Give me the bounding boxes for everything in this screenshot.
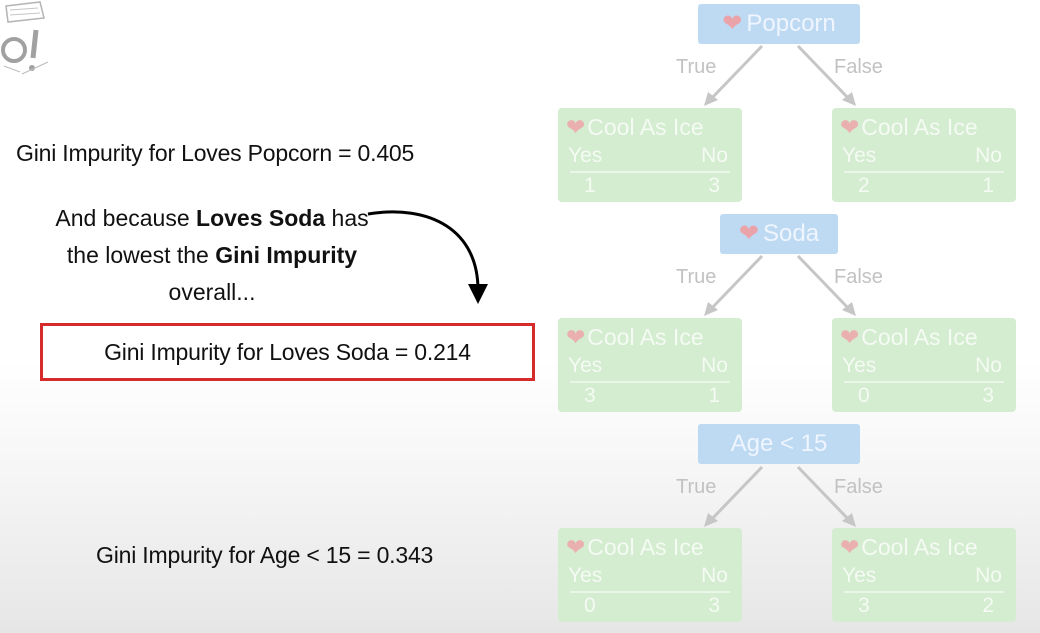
leaf-divider bbox=[844, 171, 1004, 173]
no-count: 1 bbox=[982, 174, 994, 197]
no-header: No bbox=[701, 144, 728, 167]
yes-count: 1 bbox=[584, 174, 596, 197]
heart-icon: ❤ bbox=[840, 324, 860, 350]
yes-header: Yes bbox=[568, 564, 603, 587]
leaf-node: ❤Cool As Ice Yes No 0 3 bbox=[832, 318, 1016, 412]
branch-label-true: True bbox=[676, 476, 717, 498]
no-header: No bbox=[975, 144, 1002, 167]
leaf-title: ❤Cool As Ice bbox=[566, 534, 704, 560]
heart-icon: ❤ bbox=[566, 534, 586, 560]
branch-label-false: False bbox=[834, 266, 883, 288]
heart-icon: ❤ bbox=[840, 534, 860, 560]
soda-highlight-box: Gini Impurity for Loves Soda = 0.214 bbox=[40, 323, 535, 381]
yes-count: 3 bbox=[858, 594, 870, 617]
no-header: No bbox=[701, 354, 728, 377]
branch-label-false: False bbox=[834, 56, 883, 78]
yes-header: Yes bbox=[842, 144, 877, 167]
leaf-divider bbox=[570, 381, 730, 383]
leaf-title: ❤Cool As Ice bbox=[566, 324, 704, 350]
leaf-node: ❤Cool As Ice Yes No 2 1 bbox=[832, 108, 1016, 202]
explanation-text: And because Loves Soda has the lowest th… bbox=[55, 205, 369, 305]
no-header: No bbox=[975, 564, 1002, 587]
no-count: 3 bbox=[982, 384, 994, 407]
yes-header: Yes bbox=[568, 144, 603, 167]
leaf-node: ❤Cool As Ice Yes No 3 1 bbox=[558, 318, 742, 412]
gini-age-text: Gini Impurity for Age < 15 = 0.343 bbox=[96, 542, 434, 568]
root-node-popcorn: ❤Popcorn bbox=[698, 4, 860, 44]
no-header: No bbox=[975, 354, 1002, 377]
leaf-title: ❤Cool As Ice bbox=[840, 114, 978, 140]
decision-stumps: ❤Popcorn True False ❤Cool As Ice Yes No … bbox=[540, 0, 1040, 633]
gini-popcorn-text: Gini Impurity for Loves Popcorn = 0.405 bbox=[16, 140, 415, 166]
heart-icon: ❤ bbox=[840, 114, 860, 140]
yes-count: 2 bbox=[858, 174, 870, 197]
no-count: 1 bbox=[708, 384, 720, 407]
yes-header: Yes bbox=[568, 354, 603, 377]
leaf-title: ❤Cool As Ice bbox=[840, 324, 978, 350]
gini-soda-text: Gini Impurity for Loves Soda = 0.214 bbox=[104, 339, 471, 365]
branch-label-false: False bbox=[834, 476, 883, 498]
no-header: No bbox=[701, 564, 728, 587]
no-count: 2 bbox=[982, 594, 994, 617]
heart-icon: ❤ bbox=[722, 10, 743, 37]
root-node-soda: ❤Soda bbox=[720, 214, 838, 254]
yes-header: Yes bbox=[842, 564, 877, 587]
logo-icon bbox=[1, 1, 49, 75]
leaf-divider bbox=[844, 591, 1004, 593]
tree-edges bbox=[704, 44, 856, 527]
leaf-divider bbox=[844, 381, 1004, 383]
no-count: 3 bbox=[708, 174, 720, 197]
heart-icon: ❤ bbox=[738, 220, 760, 247]
curved-arrow-icon bbox=[367, 210, 488, 304]
branch-label-true: True bbox=[676, 56, 717, 78]
leaf-node: ❤Cool As Ice Yes No 0 3 bbox=[558, 528, 742, 622]
yes-count: 3 bbox=[584, 384, 596, 407]
yes-count: 0 bbox=[858, 384, 870, 407]
yes-count: 0 bbox=[584, 594, 596, 617]
root-node-age: Age < 15 bbox=[698, 424, 860, 464]
heart-icon: ❤ bbox=[566, 114, 586, 140]
yes-header: Yes bbox=[842, 354, 877, 377]
no-count: 3 bbox=[708, 594, 720, 617]
leaf-divider bbox=[570, 591, 730, 593]
leaf-divider bbox=[570, 171, 730, 173]
leaf-title: ❤Cool As Ice bbox=[840, 534, 978, 560]
leaf-node: ❤Cool As Ice Yes No 3 2 bbox=[832, 528, 1016, 622]
branch-label-true: True bbox=[676, 266, 717, 288]
leaf-node: ❤Cool As Ice Yes No 1 3 bbox=[558, 108, 742, 202]
heart-icon: ❤ bbox=[566, 324, 586, 350]
leaf-title: ❤Cool As Ice bbox=[566, 114, 704, 140]
